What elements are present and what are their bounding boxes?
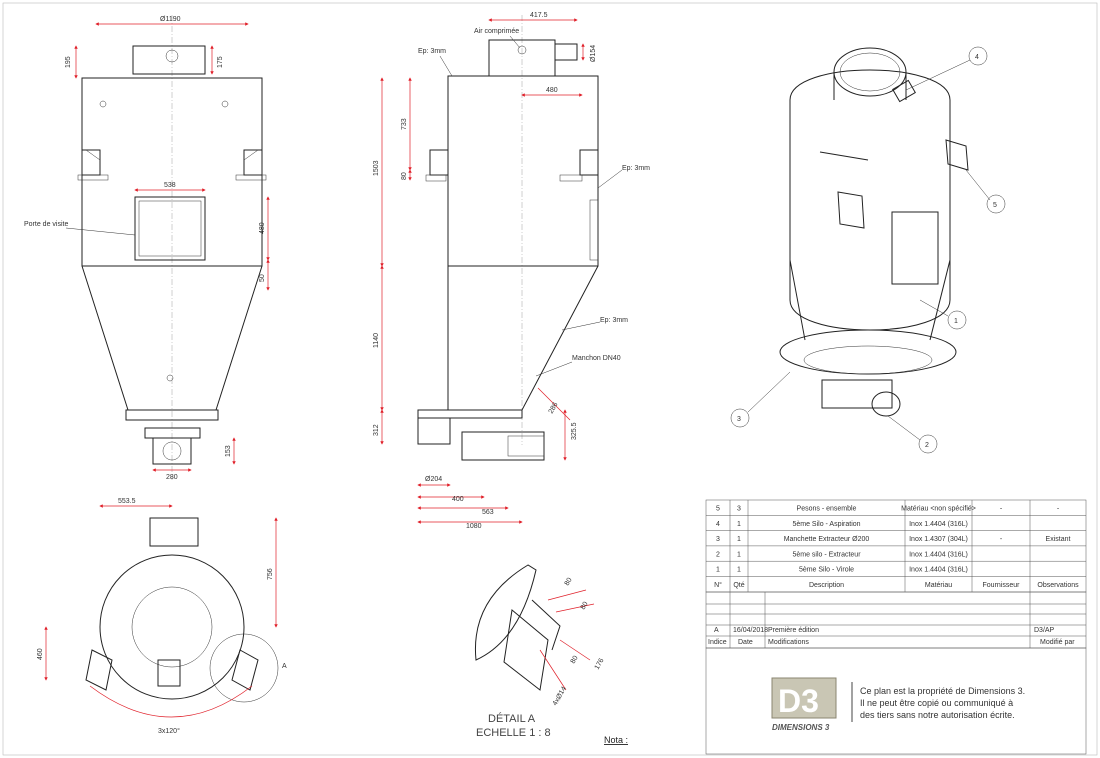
bom-cell-qty: 1	[737, 567, 741, 574]
rev-indice-value: A	[714, 627, 719, 634]
dim-side-80: 80	[401, 172, 408, 180]
rev-modification-value: Première édition	[768, 627, 819, 634]
bom-cell-desc: Manchette Extracteur Ø200	[784, 536, 870, 543]
bom-header-n: N°	[714, 581, 722, 589]
bom-cell-n: 2	[716, 551, 720, 558]
balloon-1: 1	[954, 318, 958, 325]
label-ep-cone: Ep: 3mm	[600, 317, 628, 324]
bom-cell-mat: Inox 1.4404 (316L)	[909, 521, 968, 528]
dim-side-1503: 1503	[373, 160, 380, 176]
dim-front-480: 480	[259, 222, 266, 234]
bom-header-fourn: Fournisseur	[983, 582, 1021, 589]
label-porte-de-visite: Porte de visite	[24, 221, 68, 228]
label-air-comprimee: Air comprimée	[474, 28, 519, 35]
rev-by-value: D3/AP	[1034, 627, 1055, 634]
dim-side-563: 563	[482, 509, 494, 516]
notice-line-3: des tiers sans notre autorisation écrite…	[860, 710, 1015, 720]
dim-front-diameter: Ø1190	[160, 16, 181, 23]
bom-cell-mat: Matériau <non spécifié>	[901, 506, 976, 513]
dim-side-417: 417.5	[530, 12, 548, 19]
bom-cell-desc: 5ème Silo - Virole	[799, 567, 854, 574]
dim-front-50: 50	[259, 274, 266, 282]
iso-view: 4 5 1 3 2	[730, 46, 1006, 454]
dim-side-286: 286	[548, 401, 560, 415]
dim-front-153: 153	[225, 445, 232, 457]
detail-dim-2: 80	[580, 601, 590, 611]
detail-scale: ECHELLE 1 : 8	[476, 727, 551, 739]
dim-side-312: 312	[373, 424, 380, 436]
bom-cell-desc: 5ème Silo - Aspiration	[792, 521, 860, 528]
bom-cell-qty: 1	[737, 536, 741, 543]
bom-cell-mat: Inox 1.4404 (316L)	[909, 551, 968, 558]
bom-cell-obs: -	[1057, 506, 1060, 513]
bom-cell-qty: 1	[737, 551, 741, 558]
bom-header-mat: Matériau	[925, 582, 952, 589]
detail-dim-1: 80	[564, 577, 574, 587]
dim-top-553: 553.5	[118, 498, 136, 505]
bom-cell-n: 3	[716, 536, 720, 543]
bom-header-qty: Qté	[733, 582, 744, 589]
bom-cell-mat: Inox 1.4307 (304L)	[909, 536, 968, 543]
dim-front-175: 175	[217, 56, 224, 68]
rev-header-indice: Indice	[708, 639, 727, 646]
logo-mark: D3	[778, 683, 819, 719]
bom-cell-desc: Pesons - ensemble	[797, 506, 857, 513]
bom-cell-desc: 5ème silo - Extracteur	[792, 551, 861, 558]
bom-cell-n: 4	[716, 521, 720, 528]
dim-side-1080: 1080	[466, 523, 482, 530]
dim-side-154: Ø154	[590, 45, 597, 62]
bom-cell-mat: Inox 1.4404 (316L)	[909, 567, 968, 574]
bom-cell-fourn: -	[1000, 506, 1003, 513]
balloon-4: 4	[975, 54, 979, 61]
dim-side-480: 480	[546, 87, 558, 94]
label-manchon: Manchon DN40	[572, 355, 621, 362]
detail-dim-3: 176	[594, 657, 606, 671]
label-ep-top: Ep: 3mm	[418, 48, 446, 55]
dim-front-195: 195	[65, 56, 72, 68]
dim-side-400: 400	[452, 496, 464, 503]
bom-cell-fourn: -	[1000, 536, 1003, 543]
side-view: 417.5 Ø154 480 733 80 1503 1140 312 286 …	[373, 12, 650, 530]
label-ep-side: Ep: 3mm	[622, 165, 650, 172]
rev-header-date: Date	[738, 639, 753, 646]
rev-header-modified-by: Modifié par	[1040, 639, 1075, 646]
top-view: A 553.5 756 460 3x120°	[37, 498, 287, 735]
dim-top-756: 756	[267, 568, 274, 580]
title-block: D3 DIMENSIONS 3 Ce plan est la propriété…	[705, 647, 1087, 755]
dim-side-204: Ø204	[425, 476, 442, 483]
rev-date-value: 16/04/2018	[733, 627, 768, 634]
bom-header-desc: Description	[809, 582, 844, 589]
dim-front-538: 538	[164, 182, 176, 189]
bom-cell-qty: 1	[737, 521, 741, 528]
company-logo	[771, 677, 837, 719]
dim-side-1140: 1140	[373, 333, 380, 348]
detail-dim-holes: 4xØ14	[552, 686, 568, 707]
balloon-2: 2	[925, 442, 929, 449]
logo-name: DIMENSIONS 3	[772, 723, 830, 732]
notice-line-1: Ce plan est la propriété de Dimensions 3…	[860, 686, 1025, 696]
bill-of-materials: 5 3 Pesons - ensemble Matériau <non spécifi…	[705, 499, 1087, 593]
bom-cell-n: 1	[716, 567, 720, 574]
revision-table: A 16/04/2018 Première édition D3/AP Indi…	[705, 591, 1087, 649]
dim-side-733: 733	[401, 118, 408, 130]
nota-label: Nota :	[604, 735, 628, 745]
dim-front-280: 280	[166, 474, 178, 481]
bom-cell-obs: Existant	[1046, 536, 1071, 543]
dim-top-460: 460	[37, 648, 44, 660]
bom-header-obs: Observations	[1037, 582, 1079, 589]
bom-cell-qty: 3	[737, 506, 741, 513]
dim-side-325: 325.5	[571, 422, 578, 440]
detail-title: DÉTAIL A	[488, 712, 536, 725]
balloon-3: 3	[737, 416, 741, 423]
label-detail-a: A	[282, 663, 287, 670]
front-view: Ø1190 195 175 538 480 50 280 153 Porte d…	[24, 15, 270, 481]
bom-cell-n: 5	[716, 506, 720, 513]
detail-dim-4: 80	[570, 655, 580, 665]
rev-header-modifications: Modifications	[768, 639, 809, 646]
dim-top-angle: 3x120°	[158, 727, 180, 735]
detail-a: 80 80 176 80 4xØ14 DÉTAIL A ECHELLE 1 : …	[474, 564, 628, 745]
notice-line-2: Il ne peut être copié ou communiqué à	[860, 698, 1013, 708]
balloon-5: 5	[993, 202, 997, 209]
